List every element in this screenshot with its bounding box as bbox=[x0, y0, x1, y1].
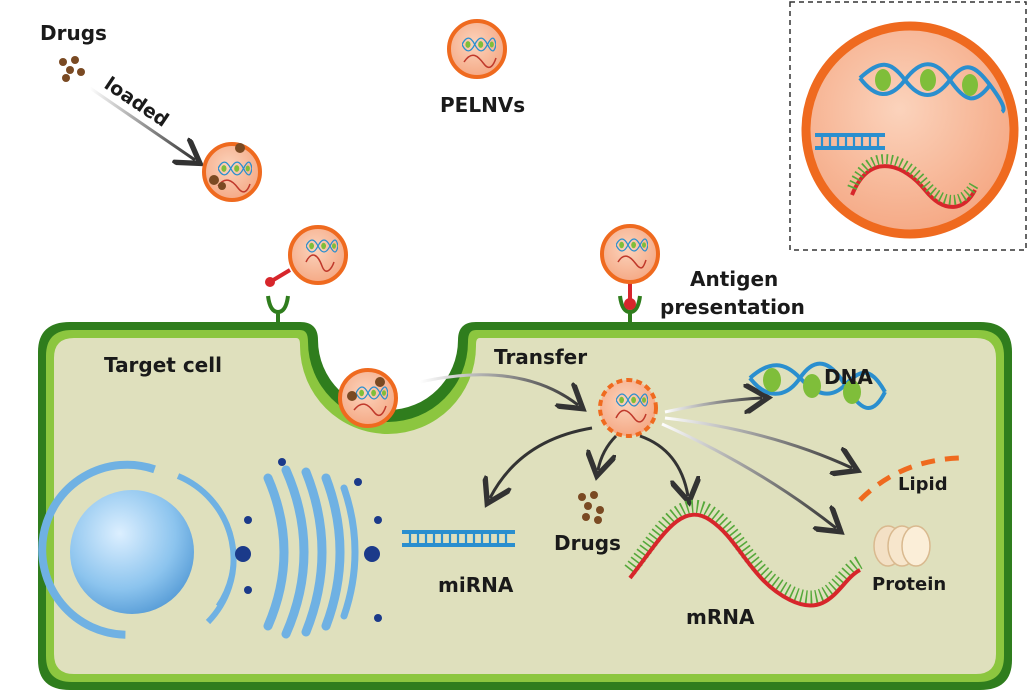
disrupted-vesicle bbox=[598, 378, 658, 438]
label-pelnvs: PELNVs bbox=[440, 93, 525, 117]
label-lipid: Lipid bbox=[898, 474, 948, 495]
label-transfer: Transfer bbox=[494, 345, 587, 369]
label-dna: DNA bbox=[824, 365, 873, 389]
label-drugs-top: Drugs bbox=[40, 21, 107, 45]
label-mirna: miRNA bbox=[438, 573, 514, 597]
label-antigen-line2: presentation bbox=[660, 295, 805, 319]
receptor-left bbox=[266, 295, 290, 322]
pelnv-vesicle-top bbox=[447, 19, 507, 79]
label-mrna: mRNA bbox=[686, 605, 755, 629]
receptor-right bbox=[618, 282, 642, 322]
mirna-shape bbox=[402, 530, 515, 547]
golgi-vesicles bbox=[235, 458, 382, 622]
loaded-vesicle bbox=[202, 142, 262, 202]
cargo-arrows bbox=[490, 398, 852, 528]
transfer-arrow bbox=[419, 373, 578, 405]
cytoplasm bbox=[54, 338, 996, 674]
label-antigen-line1: Antigen bbox=[690, 267, 778, 291]
golgi-apparatus bbox=[263, 465, 359, 639]
mrna-shape bbox=[624, 499, 864, 608]
ligand-vesicle-left bbox=[265, 225, 348, 287]
inset-mrna bbox=[847, 154, 980, 209]
label-protein: Protein bbox=[872, 574, 946, 595]
zoom-inset bbox=[789, 1, 1027, 251]
protein-shape bbox=[873, 525, 931, 567]
drug-particles-inner bbox=[578, 491, 604, 524]
ligand-vesicle-right bbox=[600, 224, 660, 284]
loaded-arrow bbox=[89, 86, 195, 160]
inset-dna bbox=[858, 62, 1006, 114]
drug-particles-top bbox=[59, 56, 85, 82]
inset-vesicle bbox=[801, 21, 1019, 239]
dna-strand bbox=[748, 361, 887, 410]
inset-mirna bbox=[815, 133, 885, 150]
label-target-cell: Target cell bbox=[104, 353, 222, 377]
label-drugs-inner: Drugs bbox=[554, 531, 621, 555]
endocytosed-vesicle bbox=[338, 368, 398, 428]
nucleus bbox=[38, 460, 237, 639]
lipid-fragment bbox=[858, 455, 961, 502]
